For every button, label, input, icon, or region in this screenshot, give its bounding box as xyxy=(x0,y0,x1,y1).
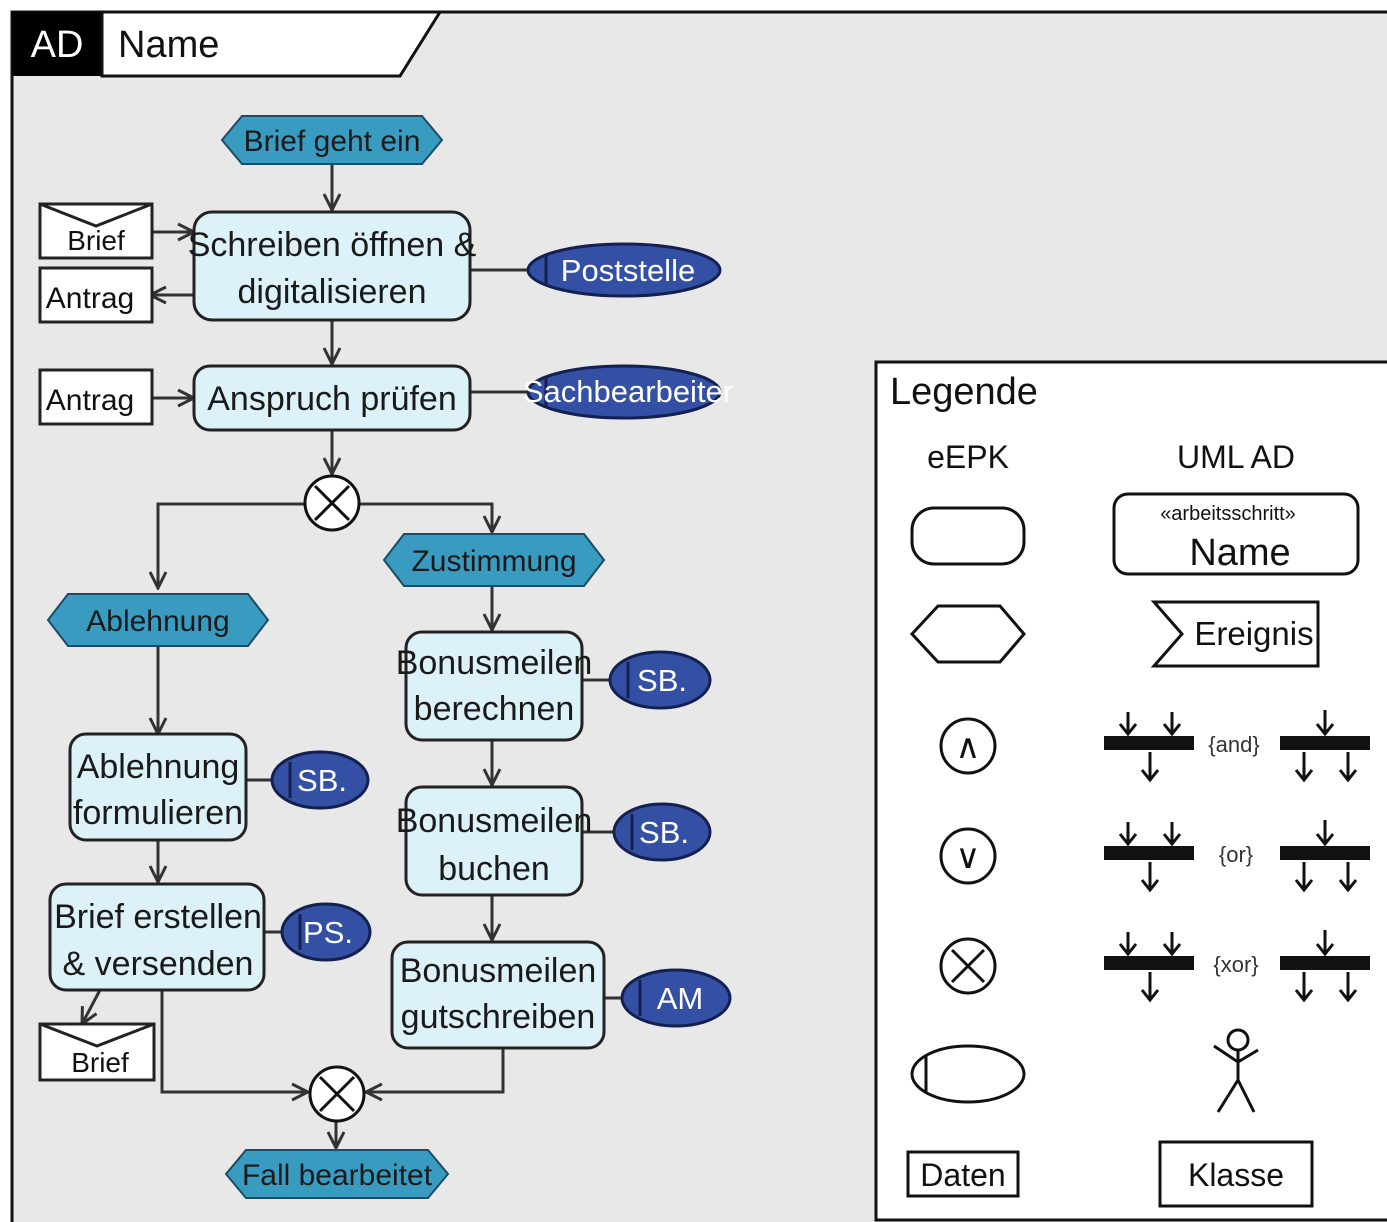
legend-uml-fork-and: {and} xyxy=(1104,710,1370,783)
flow-credit-merge xyxy=(366,1048,505,1092)
event-zustimmung: Zustimmung xyxy=(382,533,606,587)
actor-sb-3-label: SB. xyxy=(639,815,689,850)
activity-ablehnung-formulieren: Ablehnung formulieren xyxy=(68,732,248,842)
event-ablehnung-label: Ablehnung xyxy=(86,605,229,638)
legend-stereotype: «arbeitsschritt» xyxy=(1160,503,1296,525)
activity-book-line1: Bonusmeilen xyxy=(396,802,593,840)
flow-brief-out xyxy=(82,989,102,1024)
activity-brief-erstellen: Brief erstellen & versenden xyxy=(48,882,266,992)
actor-sb-2: SB. xyxy=(608,650,712,710)
xor-merge xyxy=(308,1065,366,1123)
actor-poststelle: Poststelle xyxy=(526,242,722,298)
actor-ps-label: PS. xyxy=(303,915,353,950)
actor-sb-1-label: SB. xyxy=(297,763,347,798)
event-start-label: Brief geht ein xyxy=(244,125,421,158)
actor-poststelle-label: Poststelle xyxy=(561,253,695,288)
data-antrag-in: Antrag xyxy=(38,368,154,426)
legend-eepk-org-unit xyxy=(910,1044,1026,1104)
activity-bonusmeilen-gutschreiben: Bonusmeilen gutschreiben xyxy=(390,940,606,1050)
legend-uml-fork-or: {or} xyxy=(1104,820,1370,893)
legend-klasse-box xyxy=(1158,1140,1314,1208)
flow-letter-merge xyxy=(160,990,308,1092)
legend-daten: Daten xyxy=(920,1157,1005,1193)
envelope-icon xyxy=(39,202,153,228)
legend-daten-box xyxy=(906,1150,1020,1198)
data-brief-out-label: Brief xyxy=(71,1047,129,1078)
actor-am-label: AM xyxy=(657,981,704,1016)
activity-bonusmeilen-berechnen: Bonusmeilen berechnen xyxy=(396,630,593,742)
actor-am: AM xyxy=(620,968,732,1028)
activity-schreiben-oeffnen: Schreiben öffnen & digitalisieren xyxy=(188,210,477,322)
frame-name-tab xyxy=(100,10,443,78)
legend-col-uml: UML AD xyxy=(1177,439,1295,475)
legend-uml-action xyxy=(1112,492,1360,576)
activity-letter-line2: & versenden xyxy=(63,945,254,983)
legend-name: Name xyxy=(1189,532,1290,574)
xor-split xyxy=(303,474,361,532)
frame-tag: AD xyxy=(31,24,84,66)
legend-eepk-xor xyxy=(939,937,997,995)
event-brief-geht-ein: Brief geht ein xyxy=(220,115,444,165)
and-symbol: ∧ xyxy=(956,728,981,766)
legend-and-label: {and} xyxy=(1208,732,1259,757)
flow-xor-ablehnung xyxy=(158,502,304,588)
activity-credit-line1: Bonusmeilen xyxy=(400,952,597,990)
data-antrag-out-label: Antrag xyxy=(46,282,134,315)
data-brief-out: Brief xyxy=(38,1022,156,1082)
legend-uml-fork-xor: {xor} xyxy=(1104,930,1370,1003)
flow-xor-zustimmung xyxy=(360,502,492,532)
activity-check-label: Anspruch prüfen xyxy=(207,380,457,418)
event-ablehnung: Ablehnung xyxy=(46,593,270,647)
legend-title: Legende xyxy=(890,371,1038,413)
actor-stick-figure-icon xyxy=(1213,1028,1259,1113)
actor-sb-1: SB. xyxy=(270,750,370,810)
legend-xor-label: {xor} xyxy=(1213,952,1258,977)
actor-sachbearbeiter: Sachbearbeiter xyxy=(523,364,733,420)
event-fall-bearbeitet: Fall bearbeitet xyxy=(224,1149,450,1199)
legend-col-eepk: eEPK xyxy=(927,439,1009,475)
actor-ps: PS. xyxy=(280,902,372,962)
legend-eepk-event xyxy=(909,604,1026,664)
or-symbol: ∨ xyxy=(956,838,981,876)
activity-open-line2: digitalisieren xyxy=(238,273,427,311)
data-antrag-out: Antrag xyxy=(38,266,154,324)
legend-ereignis: Ereignis xyxy=(1194,615,1313,652)
data-brief-in-label: Brief xyxy=(67,225,125,256)
frame-tag-bg xyxy=(12,12,102,76)
legend-eepk-and: ∧ xyxy=(939,717,997,775)
data-antrag-in-label: Antrag xyxy=(46,384,134,417)
legend-klasse: Klasse xyxy=(1188,1157,1284,1193)
actor-sachbearbeiter-label: Sachbearbeiter xyxy=(523,374,733,409)
activity-calc-line1: Bonusmeilen xyxy=(396,644,593,682)
actor-sb-3: SB. xyxy=(612,802,712,862)
frame-header: AD Name xyxy=(12,10,443,78)
control-flow xyxy=(82,160,622,1148)
activity-book-line2: buchen xyxy=(438,850,550,888)
data-brief-in: Brief xyxy=(38,202,154,260)
legend-uml-accept-event xyxy=(1150,600,1320,668)
legend-eepk-function xyxy=(910,506,1026,566)
activity-anspruch-pruefen: Anspruch prüfen xyxy=(192,364,472,432)
activity-open-line1: Schreiben öffnen & xyxy=(188,226,477,264)
legend: Legende eEPK UML AD «arbeitsschritt» Nam… xyxy=(874,360,1387,1222)
legend-or-label: {or} xyxy=(1219,842,1253,867)
activity-credit-line2: gutschreiben xyxy=(401,998,596,1036)
activity-calc-line2: berechnen xyxy=(414,690,575,728)
activity-bonusmeilen-buchen: Bonusmeilen buchen xyxy=(396,785,593,897)
actor-sb-2-label: SB. xyxy=(637,663,687,698)
activity-rej-line1: Ablehnung xyxy=(77,748,240,786)
event-end-label: Fall bearbeitet xyxy=(242,1159,433,1192)
activity-rej-line2: formulieren xyxy=(73,794,243,832)
event-zustimmung-label: Zustimmung xyxy=(411,545,576,578)
activity-letter-line1: Brief erstellen xyxy=(54,898,262,936)
envelope-icon xyxy=(39,1022,155,1048)
legend-eepk-or: ∨ xyxy=(939,827,997,885)
frame-name: Name xyxy=(118,24,219,66)
